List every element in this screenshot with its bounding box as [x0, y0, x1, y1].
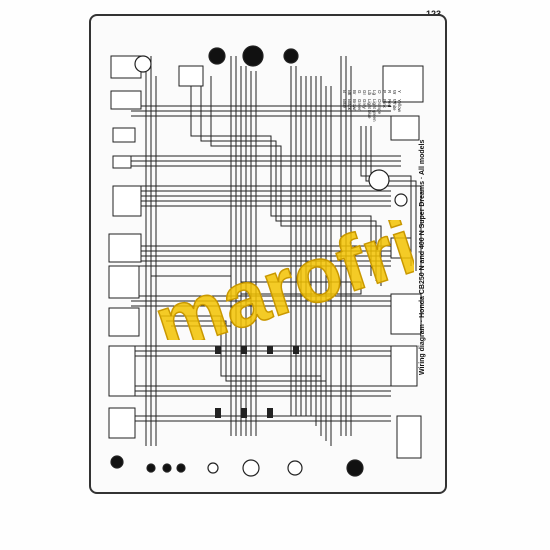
wiring-lines: [108, 45, 424, 477]
watermark-text: marofri: [154, 220, 414, 340]
legend-code: Y: [397, 90, 402, 94]
diagram-title: Wiring diagram · Honda CB250 N and 400 N…: [419, 139, 426, 375]
legend-item: Y Yellow: [397, 90, 402, 112]
watermark: marofri: [154, 220, 414, 340]
legend-color-name: Yellow: [397, 99, 402, 112]
